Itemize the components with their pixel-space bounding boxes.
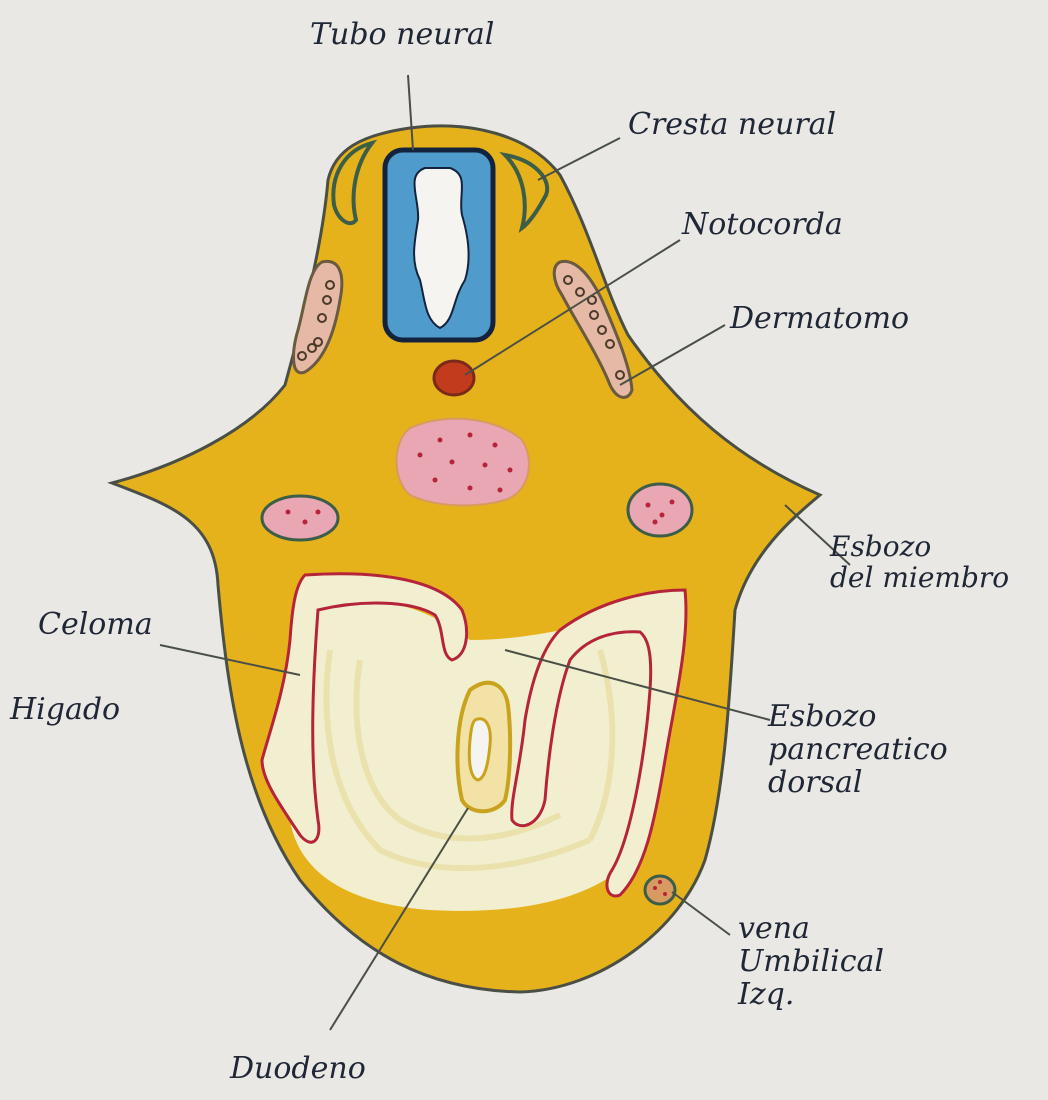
label-dermatomo: Dermatomo xyxy=(730,302,909,335)
leader-vena-umbilical xyxy=(672,892,730,935)
label-cresta-neural: Cresta neural xyxy=(628,108,836,141)
label-notocorda: Notocorda xyxy=(682,208,843,241)
label-esbozo-miembro: Esbozo del miembro xyxy=(830,532,1009,594)
label-tubo-neural: Tubo neural xyxy=(310,18,494,51)
label-esbozo-pancreatico: Esbozo pancreatico dorsal xyxy=(768,700,948,799)
pink-oval-right xyxy=(628,484,692,536)
pink-oval-left xyxy=(262,496,338,540)
label-higado: Higado xyxy=(10,693,120,726)
label-duodeno: Duodeno xyxy=(230,1052,366,1085)
central-pink-mass xyxy=(397,419,529,506)
label-celoma: Celoma xyxy=(38,608,153,641)
leader-cresta-neural xyxy=(538,138,620,180)
notochord xyxy=(434,361,474,395)
label-vena-umbilical: vena Umbilical Izq. xyxy=(738,912,884,1011)
